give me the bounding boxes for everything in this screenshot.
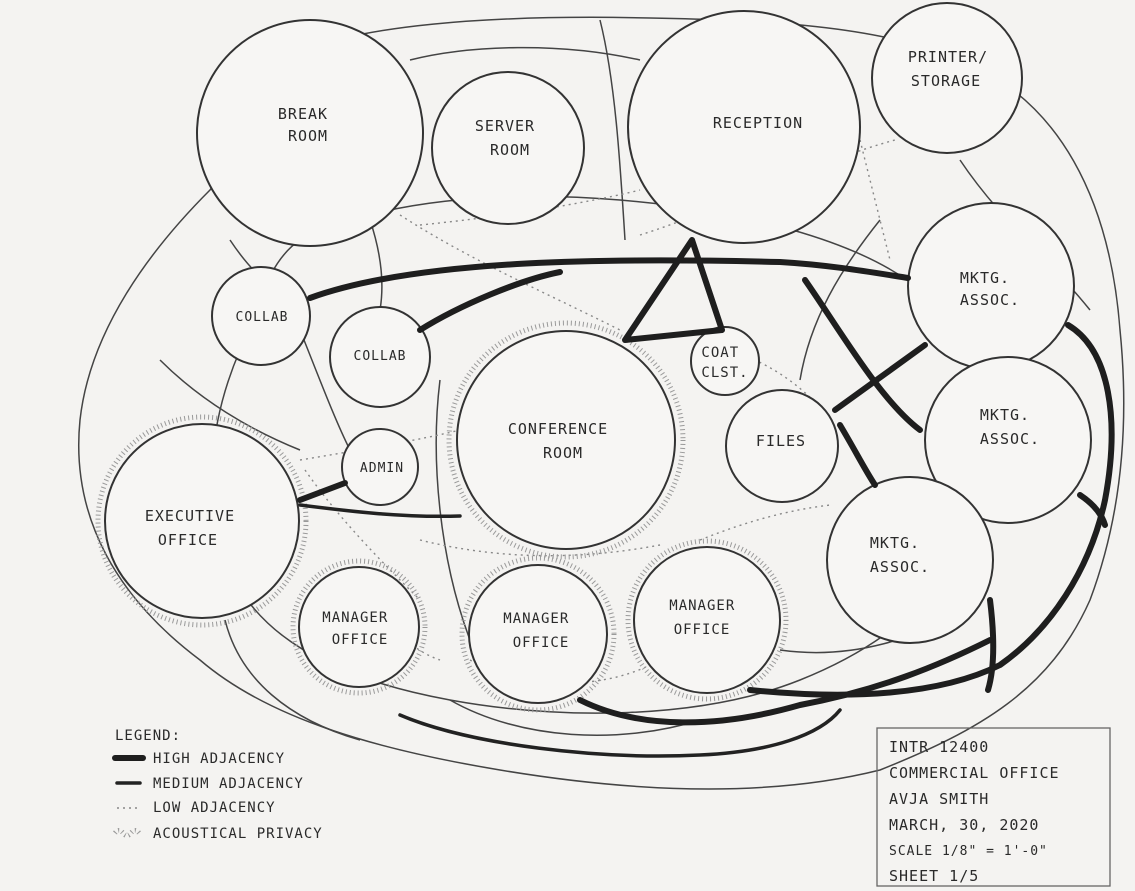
executive-office-circle[interactable] bbox=[104, 423, 300, 619]
acoustical-privacy-marks bbox=[95, 320, 789, 713]
manager-office-1-label: MANAGER OFFICE bbox=[322, 610, 397, 648]
high-adjacency-line bbox=[417, 269, 563, 333]
envelope-arc-11 bbox=[449, 699, 701, 737]
coat-closet-label: COAT CLST. bbox=[701, 345, 748, 381]
coat-closet-circle[interactable] bbox=[690, 326, 760, 396]
title-block-course: INTR 12400 bbox=[889, 738, 989, 756]
admin-circle[interactable] bbox=[341, 428, 419, 506]
low-adjacency-line bbox=[699, 504, 831, 541]
collab-2-label: COLLAB bbox=[354, 349, 407, 364]
title-block-frame bbox=[876, 727, 1111, 887]
manager-office-2-circle[interactable] bbox=[468, 564, 608, 704]
legend: LEGEND: HIGH ADJACENCY MEDIUM ADJACENCY … bbox=[112, 728, 323, 842]
acoustic-ring-manager-3 bbox=[625, 538, 789, 702]
acoustic-ring-executive bbox=[95, 414, 309, 628]
printer-storage-circle[interactable] bbox=[871, 2, 1023, 154]
manager-office-1-circle[interactable] bbox=[298, 566, 420, 688]
break-room-label: BREAK ROOM bbox=[278, 105, 338, 145]
high-adjacency-line bbox=[832, 342, 928, 413]
title-block-author: AVJA SMITH bbox=[889, 790, 989, 808]
legend-title: LEGEND: bbox=[115, 728, 181, 744]
collab-2-circle[interactable] bbox=[329, 306, 431, 408]
room-circles bbox=[104, 2, 1092, 704]
outer-envelope bbox=[78, 16, 1125, 790]
executive-office-label: EXECUTIVE OFFICE bbox=[145, 507, 245, 549]
high-adjacency-line bbox=[747, 322, 1115, 698]
medium-adjacency-line bbox=[298, 503, 462, 519]
conference-room-label: CONFERENCE ROOM bbox=[508, 420, 618, 462]
high-adjacency-line bbox=[297, 480, 348, 503]
high-adjacency-line bbox=[577, 637, 993, 726]
manager-office-3-circle[interactable] bbox=[633, 546, 781, 694]
envelope-arc-7 bbox=[435, 379, 471, 641]
title-block: INTR 12400 COMMERCIAL OFFICE AVJA SMITH … bbox=[876, 727, 1111, 887]
high-adjacency-line bbox=[1077, 492, 1108, 528]
acoustic-ring-manager-1 bbox=[290, 558, 428, 696]
collab-1-label: COLLAB bbox=[236, 310, 289, 325]
manager-office-3-label: MANAGER OFFICE bbox=[669, 598, 744, 638]
high-adjacency-lines bbox=[297, 237, 1115, 726]
title-block-date: MARCH, 30, 2020 bbox=[889, 816, 1039, 834]
mktg-assoc-3-circle[interactable] bbox=[826, 476, 994, 644]
high-adjacency-line bbox=[837, 422, 878, 488]
printer-storage-label: PRINTER/ STORAGE bbox=[908, 48, 998, 90]
manager-office-2-label: MANAGER OFFICE bbox=[503, 611, 578, 651]
server-room-circle[interactable] bbox=[431, 71, 585, 225]
break-room-circle[interactable] bbox=[196, 19, 424, 247]
envelope-arc-6 bbox=[299, 329, 351, 451]
mktg-assoc-1-label: MKTG. ASSOC. bbox=[960, 269, 1020, 309]
collab-1-circle[interactable] bbox=[211, 266, 311, 366]
title-block-scale: SCALE 1/8" = 1'-0" bbox=[889, 844, 1048, 859]
high-adjacency-line bbox=[622, 237, 725, 343]
title-block-sheet: SHEET 1/5 bbox=[889, 867, 979, 885]
server-room-label: SERVER ROOM bbox=[475, 117, 545, 159]
mktg-assoc-2-circle[interactable] bbox=[924, 356, 1092, 524]
legend-medium-label: MEDIUM ADJACENCY bbox=[153, 776, 304, 792]
envelope-arc-9 bbox=[799, 219, 881, 381]
medium-adjacency-lines bbox=[298, 503, 842, 758]
envelope-arc-5 bbox=[159, 359, 301, 451]
high-adjacency-line bbox=[307, 257, 911, 301]
acoustic-ring-conference bbox=[446, 320, 686, 560]
files-label: FILES bbox=[756, 432, 806, 450]
medium-adjacency-line bbox=[398, 708, 842, 758]
room-labels: BREAK ROOM SERVER ROOM RECEPTION PRINTER… bbox=[145, 48, 1040, 651]
legend-acoustic-swatch bbox=[113, 828, 141, 838]
envelope-arc-1 bbox=[409, 46, 641, 61]
mktg-assoc-2-label: MKTG. ASSOC. bbox=[980, 406, 1040, 448]
reception-circle[interactable] bbox=[627, 10, 861, 244]
legend-low-label: LOW ADJACENCY bbox=[153, 800, 276, 816]
low-adjacency-line bbox=[859, 139, 891, 261]
mktg-assoc-3-label: MKTG. ASSOC. bbox=[870, 534, 930, 576]
envelope-arc-4 bbox=[369, 219, 383, 311]
high-adjacency-line bbox=[802, 277, 923, 433]
reception-label: RECEPTION bbox=[713, 114, 803, 132]
title-block-project: COMMERCIAL OFFICE bbox=[889, 764, 1060, 782]
conference-room-circle[interactable] bbox=[456, 330, 676, 550]
low-adjacency-line bbox=[399, 214, 621, 331]
acoustic-ring-manager-2 bbox=[459, 555, 617, 713]
envelope-arc-2 bbox=[599, 19, 626, 241]
legend-acoustic-label: ACOUSTICAL PRIVACY bbox=[153, 826, 323, 842]
admin-label: ADMIN bbox=[360, 461, 404, 476]
legend-high-label: HIGH ADJACENCY bbox=[153, 751, 285, 767]
envelope-arc-10 bbox=[224, 619, 361, 741]
high-adjacency-line bbox=[985, 597, 997, 693]
files-circle[interactable] bbox=[725, 389, 839, 503]
low-adjacency-line bbox=[419, 539, 661, 557]
